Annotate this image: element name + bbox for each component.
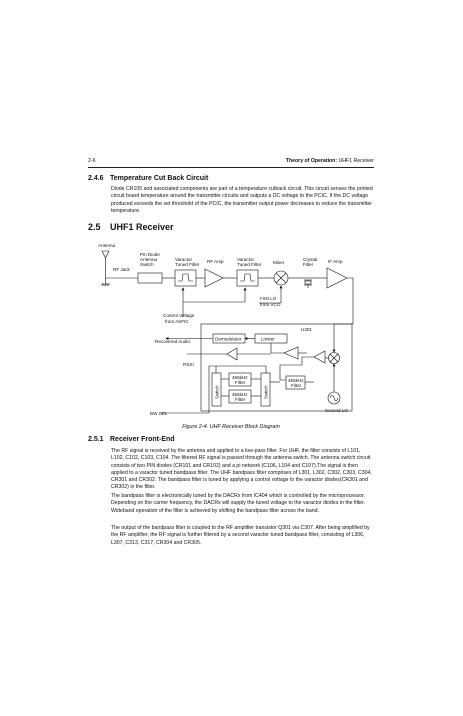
recovered-audio-label: Recovered Audio (155, 339, 190, 344)
varactor-2-label-2: Tuned Filter (237, 262, 262, 267)
varactor-2-label-1: Varactor (237, 257, 254, 262)
left-switch-block (211, 372, 222, 407)
pin-diode-label-2: Antenna (140, 257, 158, 262)
rf-amp-label: RF Amp (207, 259, 224, 264)
paragraph: The RF signal is received by the antenna… (111, 448, 372, 491)
455khz-filter-a-block (228, 372, 252, 387)
uhf-receiver-block-diagram: Antenna RF Jack Pin Diode Antenna Switch… (98, 243, 354, 416)
ground-icon (101, 278, 110, 287)
if-amp-label: IF Amp (328, 259, 343, 264)
if-limiter-amp-icon (283, 346, 299, 360)
filter-b-label-1: 455kHz (232, 392, 248, 397)
first-lo-label-1: First LO (260, 296, 277, 301)
filter-a-label-1: 455kHz (232, 375, 248, 380)
bandpass-filter-icon (240, 273, 255, 282)
section-number: 2.5 (88, 222, 101, 232)
section-title: Temperature Cut Back Circuit (110, 175, 209, 182)
second-lo-label: Second LO (325, 408, 348, 413)
rssi-label: RSSI (183, 362, 194, 367)
pin-diode-label-1: Pin Diode (140, 252, 160, 257)
antenna-label: Antenna (98, 243, 116, 248)
bw-sel-label: BW SEL (150, 411, 168, 416)
u301-ic-block (200, 323, 353, 412)
mixer-icon (273, 270, 289, 286)
pin-diode-switch-block (137, 272, 163, 284)
varactor-filter-1-block (174, 269, 197, 287)
rf-amp-icon (204, 268, 224, 288)
second-lo-icon (327, 391, 341, 405)
left-switch-label: Switch (215, 385, 220, 399)
right-switch-label: Switch (264, 385, 269, 399)
section-title: UHF1 Receiver (110, 222, 174, 232)
filter-a-label-2: Filter (235, 380, 246, 385)
figure-caption: Figure 2-4. UHF Receiver Block Diagram (182, 424, 280, 430)
antenna-icon (101, 250, 110, 278)
varactor-1-label-2: Tuned Filter (175, 262, 200, 267)
mixer-label: Mixer (273, 260, 285, 265)
u301-label: U301 (301, 327, 312, 332)
running-title-bold: Theory of Operation: (285, 158, 338, 164)
455khz-filter-b-block (228, 389, 252, 404)
paragraph: Diode CR105 and associated components ar… (111, 186, 373, 214)
filter-b-label-2: Filter (235, 397, 246, 402)
section-number: 2.5.1 (88, 436, 104, 443)
crystal-filter-label-1: Crystal (303, 257, 317, 262)
section-heading-2-5: 2.5 UHF1 Receiver (88, 222, 174, 232)
varactor-1-label-1: Varactor (175, 257, 192, 262)
if-amp-icon (326, 267, 348, 289)
section-number: 2.4.6 (88, 175, 104, 182)
u301-amp-icon (313, 350, 326, 364)
varactor-filter-2-block (236, 269, 259, 287)
page-number: 2-6 (88, 158, 96, 164)
filter-c-label-1: 455kHz (288, 378, 304, 383)
limiter-label: Limiter (261, 337, 275, 342)
section-heading-2-5-1: 2.5.1 Receiver Front-End (88, 436, 175, 443)
paragraph: The output of the bandpass filter is cou… (111, 525, 370, 546)
control-voltage-label-2: from ASFIC (165, 319, 189, 324)
rf-jack-label: RF Jack (113, 267, 131, 272)
running-title: Theory of Operation: UHF1 Receiver (286, 158, 374, 164)
filter-c-label-2: Filter (291, 383, 302, 388)
control-voltage-label-1: Control Voltage (163, 313, 195, 318)
running-title-rest: UHF1 Receiver (337, 158, 374, 164)
paragraph: The bandpass filter is electronically tu… (111, 493, 366, 514)
page-header: 2-6 Theory of Operation: UHF1 Receiver (88, 156, 374, 168)
pin-diode-label-3: Switch (140, 262, 154, 267)
crystal-filter-icon (301, 277, 315, 288)
section-title: Receiver Front-End (110, 436, 175, 443)
first-lo-label-2: from VCO (260, 302, 281, 307)
crystal-filter-label-2: Filter (303, 262, 314, 267)
455khz-filter-c-block (285, 375, 306, 390)
right-switch-block (260, 372, 271, 407)
second-mixer-icon (328, 352, 340, 364)
section-heading-2-4-6: 2.4.6 Temperature Cut Back Circuit (88, 175, 208, 182)
bandpass-filter-icon (178, 273, 193, 282)
rssi-amp-icon (226, 347, 238, 361)
demodulator-label: Demodulator (215, 337, 242, 342)
